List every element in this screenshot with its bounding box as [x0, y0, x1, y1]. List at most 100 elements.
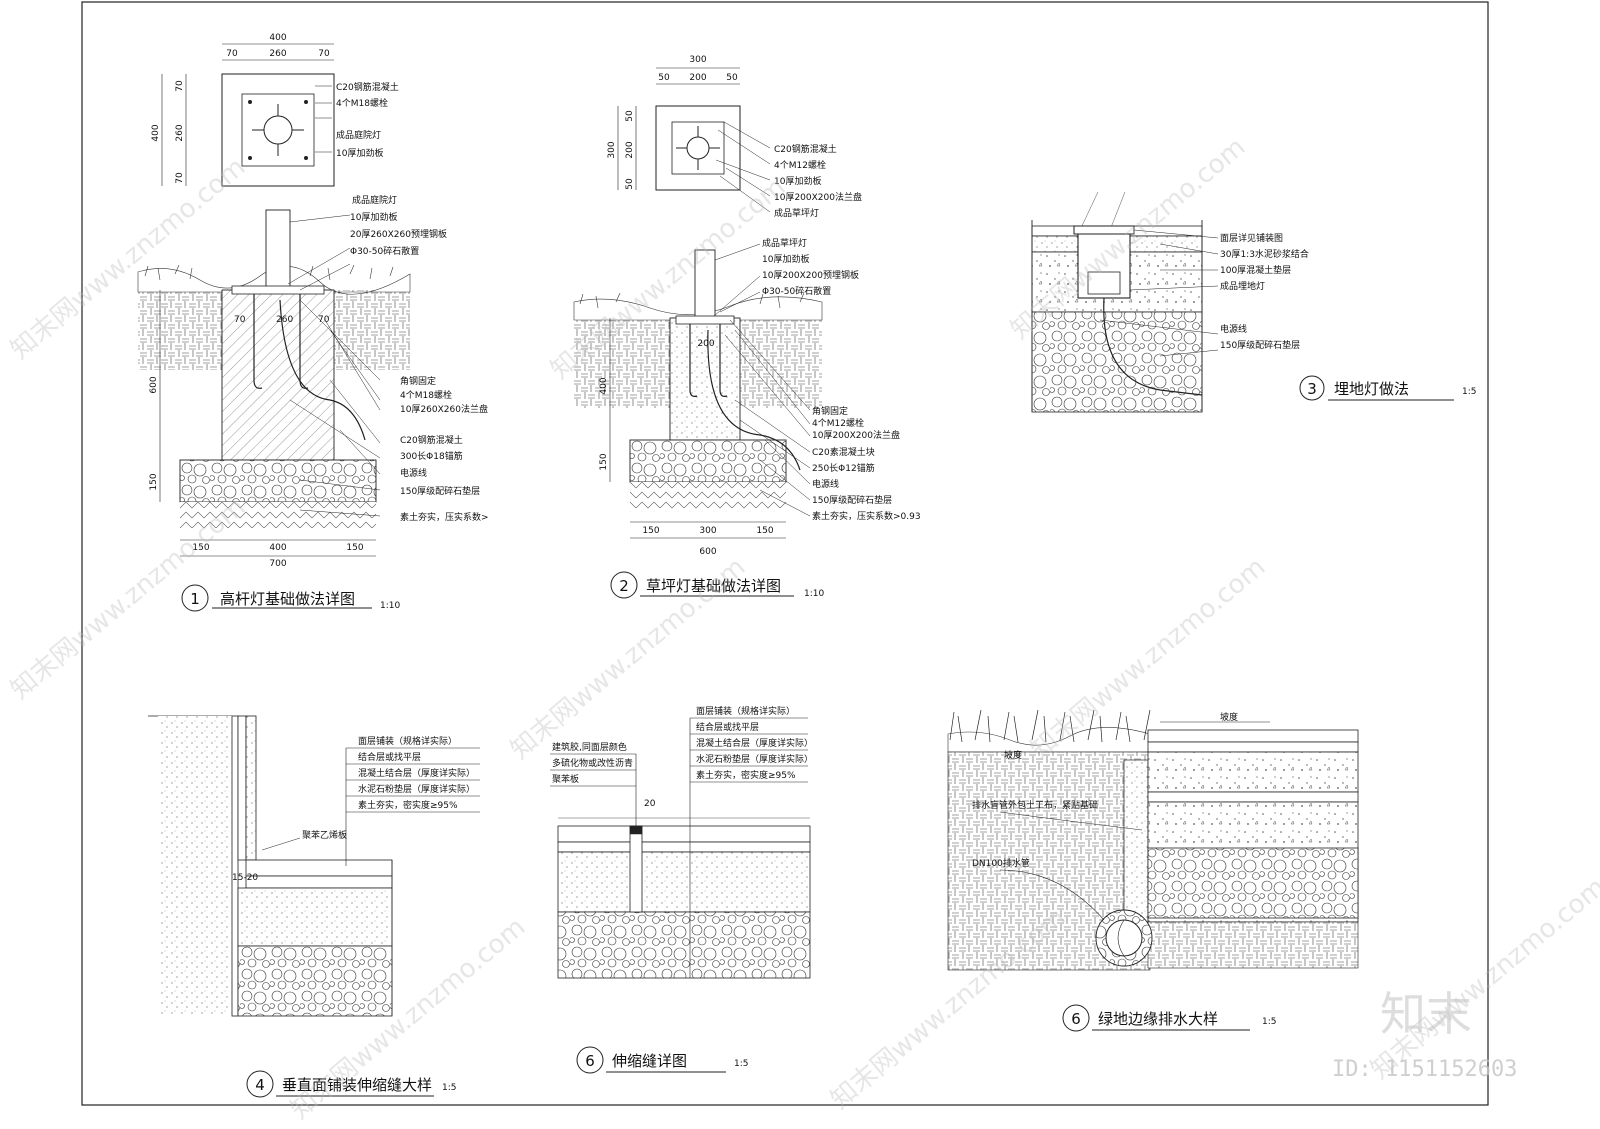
- detail-2-plan-label: 4个M12螺栓: [774, 159, 826, 171]
- detail-1-plan-dim: 70: [175, 80, 185, 92]
- detail-1-bottom-dim: 150: [192, 543, 209, 553]
- detail-2-plan-label: 10厚加劲板: [774, 175, 821, 187]
- detail-2-plan-dim: 300: [689, 55, 706, 65]
- detail-1-bottom-dim: 700: [269, 559, 286, 569]
- detail-2-plan-dim: 300: [607, 141, 617, 158]
- detail-5-label-right: 素土夯实，密实度≥95%: [696, 769, 796, 781]
- detail-2-section-label: 150厚级配碎石垫层: [812, 494, 892, 506]
- detail-4-number: 4: [255, 1076, 265, 1094]
- detail-2-scale: 1:10: [804, 589, 824, 599]
- detail-1-plan-dim: 70: [318, 49, 330, 59]
- detail-6-label: 坡度: [1004, 749, 1022, 761]
- detail-2-section-dim: 200: [697, 339, 714, 349]
- detail-4-number-circle: [246, 1070, 274, 1098]
- detail-2-section-dim: 150: [599, 453, 609, 470]
- detail-1-plan-dim: 400: [151, 124, 161, 141]
- detail-1-section-dim: 70: [318, 315, 330, 325]
- detail-4-title: 垂直面铺装伸缩缝大样: [282, 1076, 432, 1094]
- detail-4-section: [148, 715, 480, 1017]
- detail-1-section-label: 10厚加劲板: [350, 211, 397, 223]
- detail-2-plan-dim: 50: [625, 178, 635, 190]
- detail-3-label: 面层详见铺装图: [1220, 232, 1283, 244]
- detail-3-label: 100厚混凝土垫层: [1220, 264, 1291, 276]
- detail-5-label-left: 建筑胶,同面层颜色: [552, 741, 627, 753]
- detail-4-label: 水泥石粉垫层（厚度详实际）: [358, 783, 475, 795]
- detail-6-label: 排水盲管外包土工布，紧贴基础: [972, 799, 1098, 811]
- detail-5-number-circle: [576, 1046, 604, 1074]
- detail-5-title: 伸缩缝详图: [612, 1052, 687, 1070]
- detail-2-number: 2: [619, 577, 629, 595]
- detail-6-label: DN100排水管: [972, 857, 1030, 869]
- detail-1-section-label: 10厚260X260法兰盘: [400, 403, 488, 415]
- detail-2-section-label: 250长Φ12锚筋: [812, 462, 875, 474]
- detail-6-number: 6: [1071, 1010, 1081, 1028]
- detail-1-section-label: 300长Φ18锚筋: [400, 450, 463, 462]
- detail-1-plan-label: 10厚加劲板: [336, 147, 383, 159]
- detail-2-bottom-dim: 150: [756, 526, 773, 536]
- detail-1-title: 高杆灯基础做法详图: [220, 590, 355, 608]
- detail-1-scale: 1:10: [380, 601, 400, 611]
- watermark: 知末网www.znzmo.com: [1365, 872, 1600, 1085]
- detail-1-bottom-dim: 150: [346, 543, 363, 553]
- detail-1-section-dim: 70: [234, 315, 246, 325]
- detail-5-number: 6: [585, 1052, 595, 1070]
- detail-4-label: 结合层或找平层: [358, 751, 421, 763]
- detail-2-plan-dim: 50: [726, 73, 738, 83]
- detail-2-section-label: 10厚加劲板: [762, 253, 809, 265]
- detail-4-label: 面层铺装（规格详实际）: [358, 735, 457, 747]
- detail-2-plan-dim: 200: [625, 141, 635, 158]
- detail-3-number-circle: [1299, 375, 1325, 401]
- detail-3-label: 150厚级配碎石垫层: [1220, 339, 1300, 351]
- detail-3-section: [1031, 191, 1219, 413]
- detail-1-section-label: 电源线: [400, 467, 427, 479]
- detail-5-label-right: 混凝土结合层（厚度详实际）: [696, 737, 813, 749]
- watermark: 知末网www.znzmo.com: [5, 492, 251, 705]
- detail-2-section-label: 4个M12螺栓: [812, 417, 864, 429]
- detail-1-section-label: 150厚级配碎石垫层: [400, 485, 480, 497]
- detail-1-plan-dim: 400: [269, 33, 286, 43]
- detail-1-section-label: Φ30-50碎石散置: [350, 245, 419, 257]
- detail-5-label-right: 水泥石粉垫层（厚度详实际）: [696, 753, 813, 765]
- detail-1-section-label: C20钢筋混凝土: [400, 434, 463, 446]
- detail-3-label: 电源线: [1220, 323, 1247, 335]
- detail-3-title: 埋地灯做法: [1334, 380, 1409, 398]
- detail-5-label-left: 聚苯板: [552, 773, 579, 785]
- detail-1-section-label: 素土夯实，压实系数>: [400, 511, 489, 523]
- watermark-id: ID: 1151152603: [1332, 1057, 1517, 1082]
- detail-5-section: [550, 717, 811, 979]
- detail-4-dim: 15-20: [232, 873, 258, 883]
- detail-6-section: [947, 709, 1359, 971]
- detail-2-plan-dim: 50: [658, 73, 670, 83]
- detail-1-plan-label: 4个M18螺栓: [336, 97, 388, 109]
- detail-2-section-label: C20素混凝土块: [812, 446, 875, 458]
- detail-5-dim: 20: [644, 799, 656, 809]
- detail-5-label-left: 多硫化物或改性沥青: [552, 757, 633, 769]
- detail-3-scale: 1:5: [1462, 387, 1476, 397]
- detail-6-label: 坡度: [1220, 711, 1238, 723]
- detail-1-plan: [161, 43, 335, 187]
- sheet-border: [81, 1, 1489, 1106]
- detail-2-plan-label: 成品草坪灯: [774, 207, 819, 219]
- detail-1-section-dim: 150: [149, 473, 159, 490]
- detail-1-section-label: 4个M18螺栓: [400, 389, 452, 401]
- detail-2-section-label: 10厚200X200法兰盘: [812, 429, 900, 441]
- detail-1-section-label: 20厚260X260预埋钢板: [350, 228, 447, 240]
- detail-2-plan-dim: 50: [625, 110, 635, 122]
- detail-6-scale: 1:5: [1262, 1017, 1276, 1027]
- detail-2-bottom-dim: 600: [699, 547, 716, 557]
- detail-5-scale: 1:5: [734, 1059, 748, 1069]
- detail-1-plan-label: 成品庭院灯: [336, 129, 381, 141]
- detail-2-section: [573, 243, 823, 539]
- detail-1-bottom-dim: 400: [269, 543, 286, 553]
- detail-3-label: 30厚1:3水泥砂浆结合: [1220, 248, 1309, 260]
- detail-1-section: [137, 209, 411, 557]
- detail-3-label: 成品埋地灯: [1220, 280, 1265, 292]
- detail-2-section-label: 角钢固定: [812, 405, 848, 417]
- detail-4-label: 素土夯实，密实度≥95%: [358, 799, 458, 811]
- detail-1-number: 1: [190, 590, 200, 608]
- detail-2-plan-dim: 200: [689, 73, 706, 83]
- detail-4-label: 聚苯乙烯板: [302, 829, 347, 841]
- detail-5-label-right: 面层铺装（规格详实际）: [696, 705, 795, 717]
- detail-1-section-dim: 260: [276, 315, 293, 325]
